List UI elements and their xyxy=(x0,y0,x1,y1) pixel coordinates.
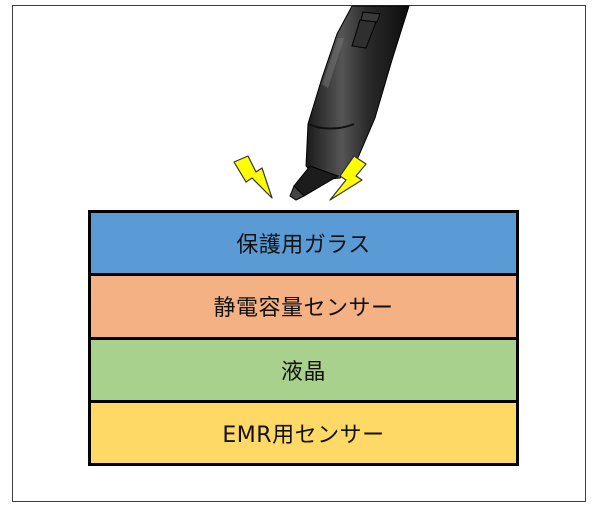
layer-label: 静電容量センサー xyxy=(213,296,394,322)
display-layer-stack: 保護用ガラス 静電容量センサー 液晶 EMR用センサー xyxy=(88,210,519,466)
lightning-bolt-icon xyxy=(329,155,367,201)
layer-label: 液晶 xyxy=(280,359,326,385)
stylus-pen-icon xyxy=(289,5,410,201)
layer-capacitive-sensor: 静電容量センサー xyxy=(91,276,516,337)
layer-protective-glass: 保護用ガラス xyxy=(91,213,516,274)
layer-emr-sensor: EMR用センサー xyxy=(91,402,516,463)
lightning-bolt-icon xyxy=(233,155,273,199)
layer-label: 保護用ガラス xyxy=(236,233,371,259)
layer-lcd: 液晶 xyxy=(91,339,516,400)
layer-label: EMR用センサー xyxy=(222,422,385,448)
